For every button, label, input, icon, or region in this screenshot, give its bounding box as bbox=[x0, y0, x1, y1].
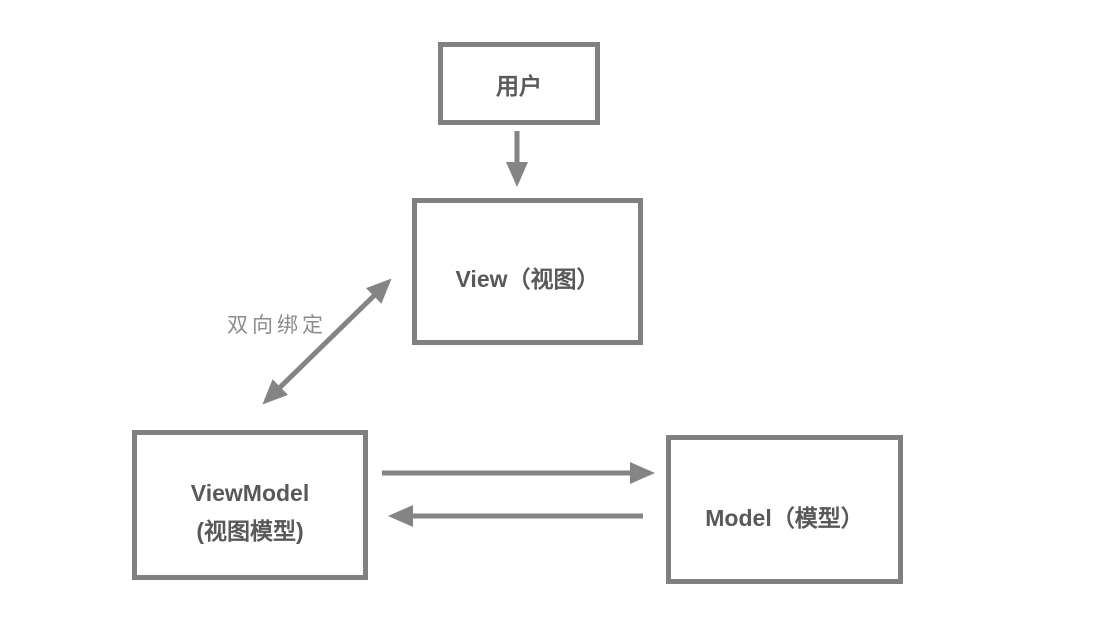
node-viewmodel: ViewModel (视图模型) bbox=[132, 430, 368, 580]
node-user-label: 用户 bbox=[496, 72, 542, 99]
node-viewmodel-label-line2: (视图模型) bbox=[196, 518, 304, 544]
binding-label: 双向绑定 bbox=[227, 314, 327, 337]
node-model-label: Model（模型） bbox=[705, 504, 864, 531]
view-viewmodel-binding-arrow bbox=[262, 278, 392, 405]
node-view: View（视图） bbox=[412, 198, 643, 345]
node-viewmodel-label-line1: ViewModel bbox=[190, 480, 310, 506]
node-view-label: View（视图） bbox=[455, 265, 600, 292]
node-user: 用户 bbox=[438, 42, 600, 125]
node-model: Model（模型） bbox=[666, 435, 903, 584]
